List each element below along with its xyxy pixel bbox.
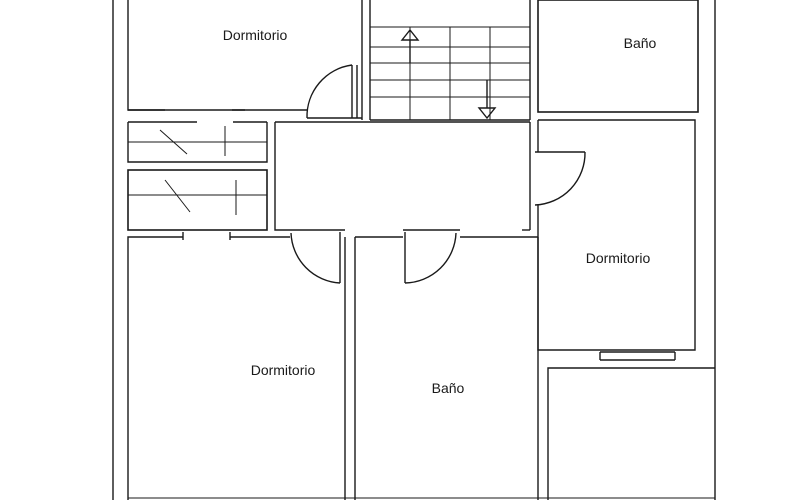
stair-arrow-down-icon — [477, 80, 497, 120]
room-label: Dormitorio — [586, 250, 651, 266]
door-bottom-center — [404, 232, 457, 284]
room-bottom-right — [547, 367, 715, 500]
room-label: Dormitorio — [223, 27, 288, 43]
room-dorm-top-left: Dormitorio — [127, 0, 363, 120]
stair-arrow-up-icon — [400, 28, 420, 63]
door-bottom-left — [290, 232, 341, 284]
hallway — [274, 121, 531, 231]
staircase — [369, 0, 531, 121]
room-bath-bottom-center: Baño — [354, 236, 539, 500]
room-label: Baño — [432, 380, 465, 396]
outer-walls — [112, 0, 716, 500]
room-label: Dormitorio — [251, 362, 316, 378]
closets-left — [127, 121, 268, 231]
room-bath-top-right: Baño — [537, 0, 699, 113]
room-dorm-bottom-left: Dormitorio — [127, 232, 346, 500]
room-label: Baño — [624, 35, 657, 51]
door-top-left — [306, 64, 362, 119]
door-right — [534, 151, 586, 206]
room-dorm-right: Dormitorio — [537, 119, 696, 361]
